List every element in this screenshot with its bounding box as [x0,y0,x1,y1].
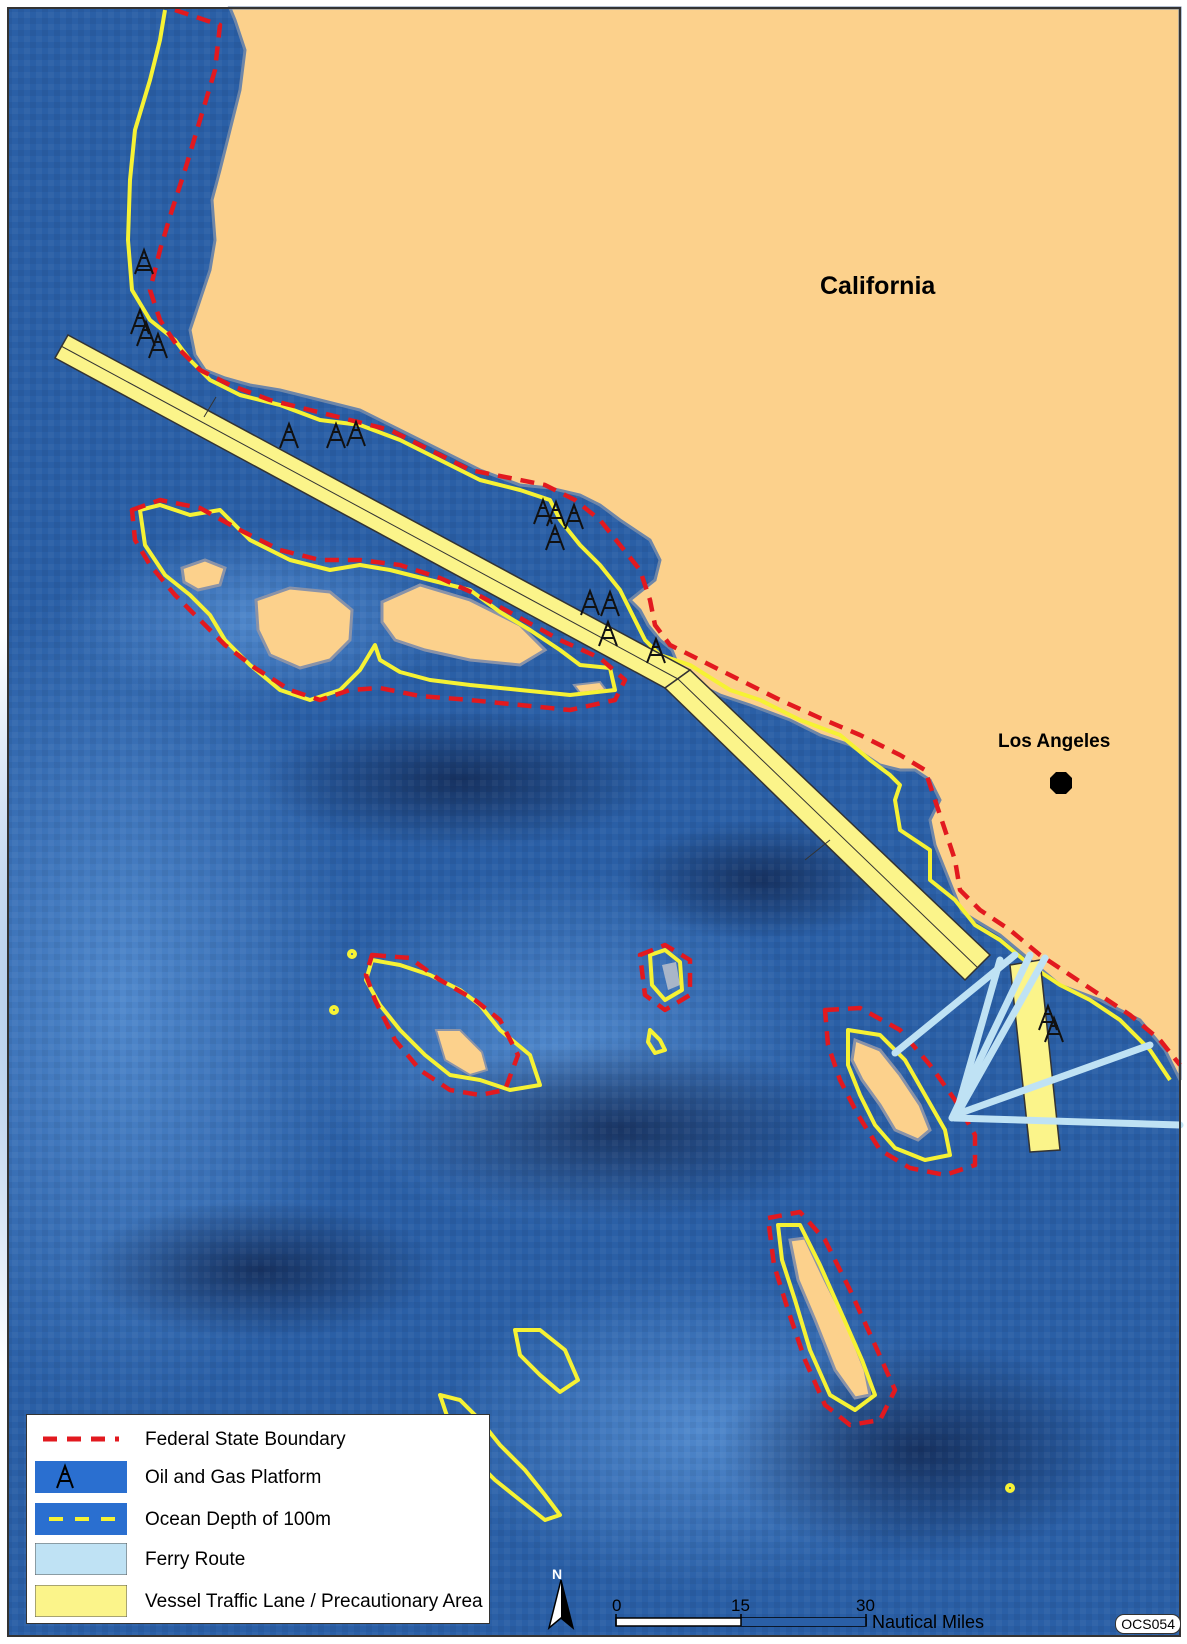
oil-platform-icon [646,636,666,664]
oil-platform-icon [279,421,299,449]
island-santa-barbara [662,962,680,990]
legend-item-depth-contour: Ocean Depth of 100m [27,1503,489,1537]
oil-platforms [130,247,1064,1043]
scale-bar-graphic [615,1614,867,1627]
boundary-mainland [147,7,1182,1067]
oil-platform-icon [580,588,600,616]
legend-item-ferry-route: Ferry Route [27,1543,489,1577]
depth-contour-dot [347,949,357,959]
depth-contour-santa-barbara [648,948,684,1002]
ferry-route [951,954,1049,1122]
oil-platform-icon [598,619,618,647]
north-arrow-letter: N [552,1566,563,1582]
legend-item-federal-boundary: Federal State Boundary [27,1423,489,1457]
yellow-fill-icon [35,1585,127,1617]
depth-contour-san-clemente [776,1223,877,1412]
light-blue-fill-icon [35,1543,127,1575]
traffic-lane-crossbar [203,396,217,418]
city-point-icon [1050,772,1072,794]
legend-label: Oil and Gas Platform [145,1467,322,1488]
island-san-miguel [180,558,227,592]
scale-tick-30: 30 [856,1596,875,1615]
traffic-lane-divider [60,345,679,680]
boundary-catalina [822,1005,978,1178]
boundary-san-clemente [765,1209,898,1428]
traffic-lane-divider [677,678,979,969]
vessel-traffic-lanes [53,333,1061,1153]
mainland-california [188,6,1182,1081]
legend-label: Ferry Route [145,1549,246,1570]
federal-state-boundary [129,7,1182,1428]
traffic-lane-crossbar [804,839,831,861]
north-arrow-icon [547,1579,575,1631]
legend-item-traffic-lane: Vessel Traffic Lane / Precautionary Area [27,1585,489,1619]
red-dashed-line-icon [43,1436,119,1442]
ferry-routes [891,951,1184,1129]
legend: Federal State Boundary Oil and Gas Platf… [26,1414,490,1624]
ferry-route [951,1041,1154,1119]
depth-contour-cortes-bank [513,1328,580,1394]
scale-tick-0: 0 [612,1596,622,1615]
oil-platform-icon [346,419,366,447]
island-santa-cruz [380,583,548,667]
depth-contour-dot [1005,1483,1015,1493]
legend-label: Federal State Boundary [145,1429,346,1450]
depth-contour-catalina [846,1028,952,1162]
scale-tick-15: 15 [731,1596,750,1615]
boundary-san-nicolas [363,952,521,1098]
traffic-lane-la-approach [663,669,992,982]
oil-platform-icon [564,502,584,530]
island-san-nicolas [434,1029,489,1077]
oil-platform-icon [533,497,553,525]
yellow-dashed-line-icon [35,1503,127,1535]
island-santa-rosa [254,586,354,670]
label-los-angeles: Los Angeles [998,731,1111,752]
map-neatline [7,7,1181,1637]
scale-unit: Nautical Miles [872,1612,985,1632]
oil-platform-icon [326,421,346,449]
oil-platform-icon [1044,1015,1064,1043]
legend-item-oil-platform: Oil and Gas Platform [27,1461,489,1495]
boundary-santa-barbara [637,942,693,1013]
oil-platform-icon [35,1461,127,1493]
oil-platform-icon [545,523,565,551]
oil-platform-icon [600,589,620,617]
oil-platform-icon [546,499,566,527]
map-id-badge: OCS054 [1115,1614,1181,1634]
oil-platform-icon [148,331,168,359]
label-california: California [820,272,936,300]
island-santa-catalina [850,1037,932,1142]
legend-label: Ocean Depth of 100m [145,1509,331,1530]
boundary-north-islands [129,497,628,713]
legend-label: Vessel Traffic Lane / Precautionary Area [145,1591,483,1612]
oil-platform-icon [136,319,156,347]
depth-contour-dot [329,1005,339,1015]
oil-platform-icon [134,247,154,275]
ferry-route [951,1114,1184,1129]
ferry-route [951,956,1004,1122]
depth-contour-small-bank [646,1028,667,1055]
